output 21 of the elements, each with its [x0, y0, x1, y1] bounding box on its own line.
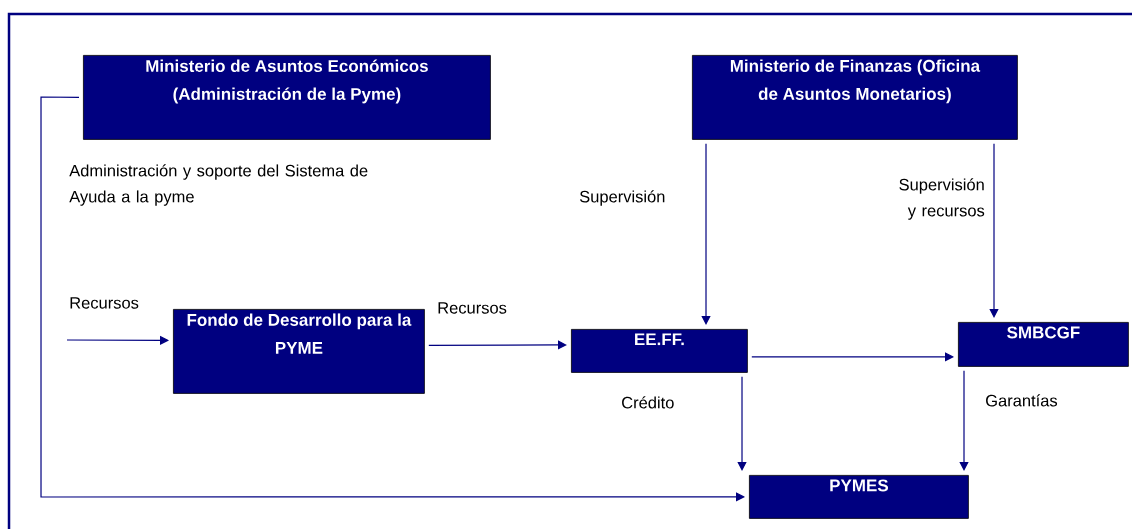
arrow	[959, 370, 969, 471]
arrow	[40, 96, 745, 502]
arrow	[428, 340, 567, 350]
organization-box: Ministerio de Asuntos Económicos (Administración de la Pyme)	[83, 55, 491, 140]
edge-label: Recursos	[438, 302, 507, 314]
edge-label: Garantías	[986, 394, 1058, 407]
edge-label: Crédito	[622, 396, 674, 409]
arrow	[66, 335, 169, 345]
arrow	[751, 352, 954, 362]
organization-box: Ministerio de Finanzas (Oficina de Asuntos Monetarios)	[692, 55, 1018, 140]
arrow	[737, 376, 747, 471]
edge-label: Supervisión y recursos	[899, 178, 985, 220]
arrow	[701, 143, 711, 325]
edge-label: Supervisión	[579, 190, 665, 206]
organization-box: Fondo de Desarrollo para la PYME	[173, 309, 425, 394]
organization-box: EE.FF.	[571, 329, 748, 373]
arrow	[989, 143, 999, 318]
organization-box: PYMES	[749, 475, 969, 519]
edge-label: Recursos	[70, 297, 139, 309]
organization-box: SMBCGF	[958, 322, 1129, 367]
edge-label: Administración y soporte del Sistema de Ayuda a la pyme	[69, 164, 368, 206]
